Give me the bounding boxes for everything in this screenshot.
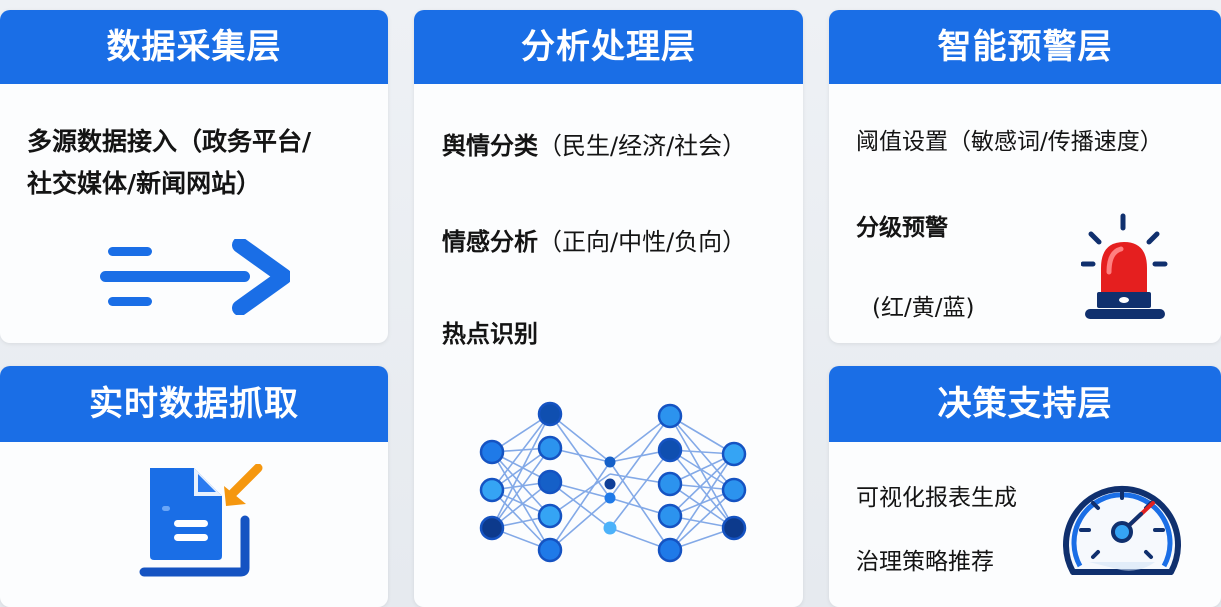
decision-item-report: 可视化报表生成 bbox=[856, 485, 1017, 511]
document-download-icon bbox=[139, 464, 263, 577]
card-data-collection: 数据采集层 多源数据接入（政务平台/ 社交媒体/新闻网站） bbox=[0, 10, 388, 343]
card-title: 智能预警层 bbox=[829, 10, 1221, 84]
alarm-siren-icon bbox=[1081, 213, 1168, 319]
analysis-item-classification: 舆情分类（民生/经济/社会） bbox=[442, 132, 747, 160]
card-title: 数据采集层 bbox=[0, 10, 388, 84]
warning-levels: (红/黄/蓝) bbox=[872, 295, 975, 321]
warning-threshold: 阈值设置（敏感词/传播速度） bbox=[856, 129, 1163, 155]
card-title: 决策支持层 bbox=[829, 366, 1221, 442]
warning-graded-label: 分级预警 bbox=[856, 215, 948, 241]
decision-item-strategy: 治理策略推荐 bbox=[856, 549, 994, 575]
arrow-right-icon bbox=[100, 239, 290, 315]
card-analysis-processing: 分析处理层 舆情分类（民生/经济/社会） 情感分析（正向/中性/负向） 热点识别 bbox=[414, 10, 803, 607]
collection-line-1: 多源数据接入（政务平台/ bbox=[27, 127, 312, 156]
card-title: 分析处理层 bbox=[414, 10, 803, 84]
card-intelligent-warning: 智能预警层 阈值设置（敏感词/传播速度） 分级预警 (红/黄/蓝) bbox=[829, 10, 1221, 343]
neural-network-icon bbox=[479, 401, 747, 563]
card-decision-support: 决策支持层 可视化报表生成 治理策略推荐 bbox=[829, 366, 1221, 607]
speedometer-gauge-icon bbox=[1063, 485, 1181, 575]
card-title: 实时数据抓取 bbox=[0, 366, 388, 442]
collection-line-2: 社交媒体/新闻网站） bbox=[27, 169, 262, 198]
card-realtime-capture: 实时数据抓取 bbox=[0, 366, 388, 607]
analysis-item-hotspot: 热点识别 bbox=[442, 320, 538, 348]
analysis-item-sentiment: 情感分析（正向/中性/负向） bbox=[442, 228, 747, 256]
